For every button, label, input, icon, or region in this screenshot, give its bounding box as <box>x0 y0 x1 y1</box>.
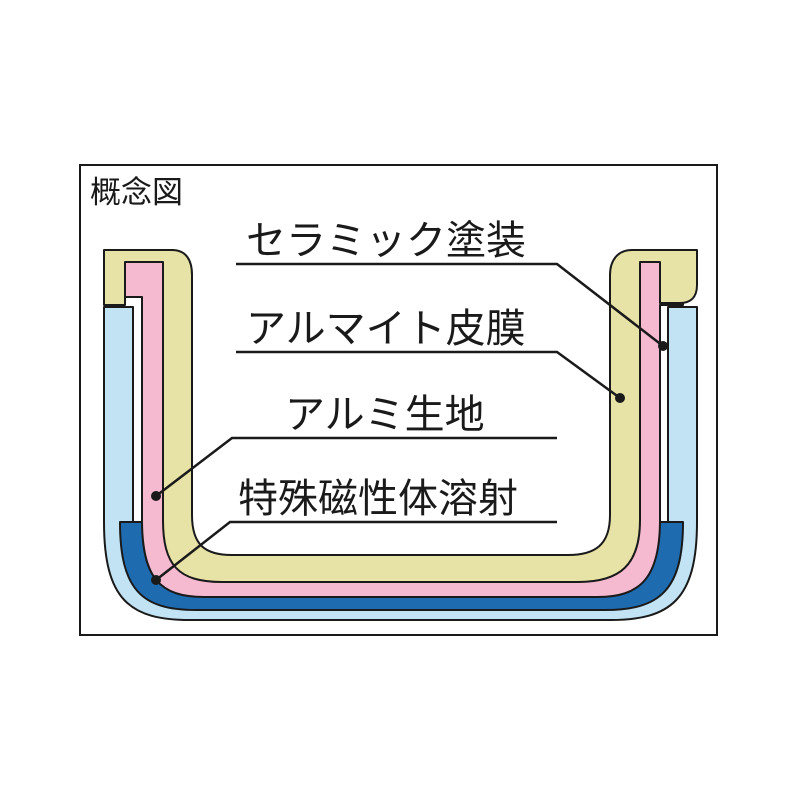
dot-magnetic <box>151 575 161 585</box>
leader-alumite <box>236 350 621 400</box>
label-magnetic-spray: 特殊磁性体溶射 <box>238 476 518 522</box>
diagram-title: 概念図 <box>90 175 183 211</box>
leader-magnetic <box>155 520 557 581</box>
label-ceramic-coating: セラミック塗装 <box>246 218 526 264</box>
layer-labels: セラミック塗装 アルマイト皮膜 アルミ生地 特殊磁性体溶射 <box>238 218 526 522</box>
leader-ceramic <box>236 262 664 347</box>
dot-aluminum <box>151 491 161 501</box>
leader-lines <box>155 262 664 581</box>
label-aluminum-base: アルミ生地 <box>285 392 485 438</box>
dot-ceramic <box>658 341 668 351</box>
dot-alumite <box>615 393 625 403</box>
label-alumite-film: アルマイト皮膜 <box>246 306 526 352</box>
leader-dots <box>151 341 668 585</box>
leader-aluminum <box>155 436 557 497</box>
